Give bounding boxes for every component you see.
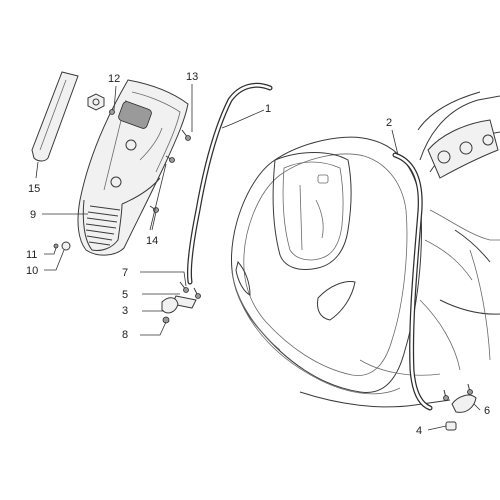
callout-5: 5 [122, 289, 128, 301]
front-shield [230, 136, 451, 408]
callout-8: 8 [122, 329, 128, 341]
callout-7: 7 [122, 267, 128, 279]
parts-10-11-washer-screw [53, 241, 71, 251]
callout-3: 3 [122, 305, 128, 317]
part-15-cover [31, 71, 79, 162]
callout-15: 15 [28, 183, 40, 195]
left-bracket-set [161, 281, 201, 324]
callout-2: 2 [386, 117, 392, 129]
grille-slats [82, 199, 123, 251]
callout-labels: 1 2 3 4 5 6 7 8 9 10 11 12 13 14 15 [26, 71, 490, 437]
part-1-edge-trim [187, 82, 273, 285]
callout-10: 10 [26, 265, 38, 277]
callout-14: 14 [146, 235, 158, 247]
callout-9: 9 [30, 209, 36, 221]
callout-6: 6 [484, 405, 490, 417]
part-2-side-trim [392, 152, 433, 411]
callout-1: 1 [265, 103, 271, 115]
callout-11: 11 [26, 249, 37, 261]
part-9-horn-cover [77, 79, 189, 256]
right-bracket-set [443, 383, 477, 431]
part-13-screw [181, 129, 191, 141]
leader-lines [35, 84, 481, 431]
part-12-nut [87, 93, 115, 115]
callout-4: 4 [416, 425, 422, 437]
callout-13: 13 [186, 71, 198, 83]
dashboard-body [417, 91, 500, 371]
callout-12: 12 [108, 73, 120, 85]
